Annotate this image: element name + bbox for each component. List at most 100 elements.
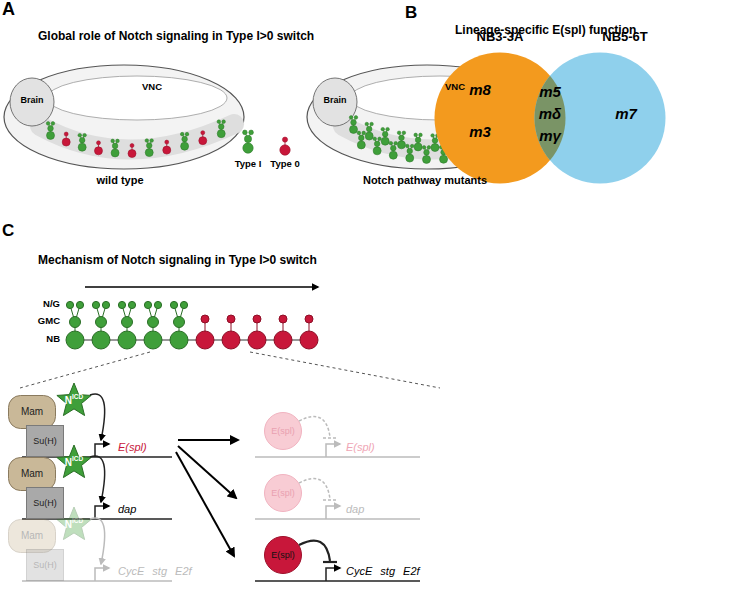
- neuron-cell: [381, 127, 385, 131]
- daughter-cell: [130, 144, 134, 148]
- legend-label: Type 0: [270, 159, 299, 169]
- suh-box: Su(H): [26, 549, 64, 581]
- nicd-star-outline: [56, 383, 92, 419]
- node-shape: [57, 507, 91, 540]
- outcome-arrow: [176, 452, 234, 556]
- neuron-cell: [76, 301, 83, 308]
- neuron-cell: [144, 301, 151, 308]
- gene-name: dap: [346, 503, 364, 515]
- neuron-cell: [431, 134, 435, 138]
- neuroblast-cell: [144, 331, 162, 349]
- neuroblast-cell: [431, 144, 439, 152]
- neuroblast-cell: [365, 132, 373, 140]
- venn-overlap: [535, 76, 566, 161]
- daughter-cell: [201, 315, 209, 323]
- node-label: Mam: [21, 469, 43, 479]
- neuroblast-cell: [217, 130, 225, 138]
- cell-type-label: NB: [46, 334, 60, 344]
- neuroblast-cell: [248, 331, 266, 349]
- node-shape: [9, 458, 56, 491]
- zoom-guide: [20, 352, 150, 388]
- neuron-cell: [389, 141, 393, 145]
- neuron-cell: [410, 144, 414, 148]
- legend-symbol: [243, 130, 254, 153]
- gene-name: m3: [469, 124, 491, 139]
- daughter-cell: [282, 137, 287, 142]
- neuroblast-cell: [118, 331, 136, 349]
- neuron-cell: [102, 301, 109, 308]
- neuroblast-cell: [62, 138, 70, 146]
- embryo-drawing: [4, 65, 244, 169]
- neuron-cell: [116, 139, 120, 143]
- panel-letter: A: [2, 0, 15, 20]
- espl-protein: E(spl): [264, 412, 302, 450]
- neuroblast-cell: [373, 147, 381, 155]
- gmc-cell: [122, 317, 133, 328]
- panel-letter: B: [405, 4, 417, 23]
- gmc-cell: [48, 126, 54, 132]
- node-label: N: [65, 458, 72, 468]
- nicd-star: NICD: [56, 383, 92, 419]
- neuron-cell: [386, 127, 390, 131]
- gmc-cell: [79, 137, 85, 143]
- neuron-cell: [180, 301, 187, 308]
- promoter-arrow: [326, 444, 340, 457]
- lineage-drawing: [66, 301, 318, 349]
- condition-label: Notch pathway mutants: [363, 174, 487, 186]
- gene-name: mδ: [539, 106, 562, 123]
- neuron-cell: [217, 120, 221, 124]
- gene-name: m7: [615, 106, 637, 121]
- gmc-cell: [244, 135, 251, 142]
- suh-box: Su(H): [26, 425, 64, 457]
- neuron-cell: [243, 130, 248, 135]
- node-shape: [27, 550, 64, 581]
- neuroblast-cell: [196, 331, 214, 349]
- mam-box: Mam: [8, 395, 56, 429]
- nicd-star: NICD: [56, 507, 92, 543]
- node-shape: [27, 426, 64, 457]
- neuron-cell: [414, 133, 418, 137]
- legend-label: Type I: [235, 159, 262, 169]
- gene-name: dap: [118, 503, 136, 515]
- activation-arrow: [90, 518, 105, 564]
- neuroblast-cell: [94, 147, 102, 155]
- condition-label: wild type: [96, 174, 143, 186]
- region-label: VNC: [445, 82, 465, 92]
- legend-symbol: [280, 137, 290, 155]
- neuroblast-cell: [111, 149, 119, 157]
- neuron-cell: [185, 132, 189, 136]
- gmc-cell: [218, 124, 224, 130]
- activation-arrow: [90, 456, 105, 502]
- gmc-cell: [351, 120, 357, 126]
- nicd-star-outline: [56, 445, 92, 481]
- embryo-outline: [4, 65, 244, 169]
- daughter-cell: [305, 315, 313, 323]
- neuron-cell: [397, 131, 401, 135]
- gmc-cell: [146, 143, 152, 149]
- neuron-cell: [349, 116, 353, 120]
- gmc-cell: [96, 317, 107, 328]
- gmc-cell: [70, 317, 81, 328]
- neuroblast-cell: [381, 137, 389, 145]
- repression-bar: [323, 437, 337, 439]
- neuroblast-cell: [222, 331, 240, 349]
- neuron-cell: [422, 146, 426, 150]
- node-label: E(spl): [271, 551, 295, 560]
- neuron-cell: [419, 133, 423, 137]
- neuroblast-cell: [397, 141, 405, 149]
- node-shape: [265, 537, 302, 574]
- node-shape: [27, 488, 64, 519]
- neuron-cell: [145, 139, 149, 143]
- neuron-cell: [365, 122, 369, 126]
- daughter-cell: [279, 315, 287, 323]
- node-shape: [57, 383, 91, 416]
- brain-lobe: [10, 78, 54, 126]
- repression-arc: [299, 541, 330, 561]
- neuroblast-cell: [199, 137, 207, 145]
- zoom-guide: [250, 352, 440, 388]
- neuron-cell: [128, 301, 135, 308]
- gmc-cell: [432, 138, 438, 144]
- daughter-cell: [227, 315, 235, 323]
